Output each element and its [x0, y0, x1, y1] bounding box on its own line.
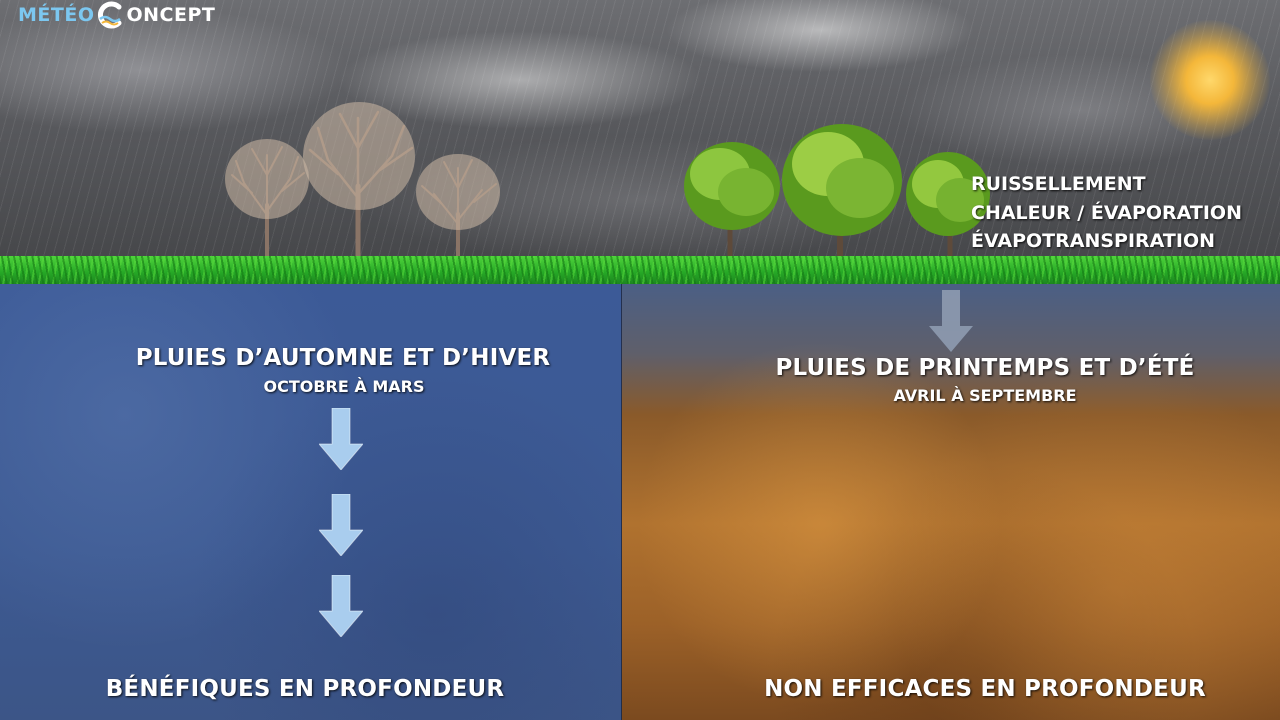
- right-bottom-label: NON EFFICACES EN PROFONDEUR: [764, 676, 1206, 702]
- sun-icon: [1150, 20, 1270, 140]
- loss-runoff: RUISSELLEMENT: [971, 173, 1146, 195]
- panel-divider: [621, 284, 622, 720]
- meteo-concept-c-wave-logo-icon: [98, 1, 122, 29]
- loss-heat-evaporation: CHALEUR / ÉVAPORATION: [971, 201, 1242, 224]
- bare-tree-icon: [303, 102, 415, 260]
- rain-streaks: [0, 0, 1280, 270]
- left-bottom-label: BÉNÉFIQUES EN PROFONDEUR: [105, 676, 505, 702]
- rainy-sky: [0, 0, 1280, 270]
- grass-strip: [0, 256, 1280, 286]
- down-arrow-icon: [929, 290, 973, 352]
- winter-soil-panel: [0, 284, 622, 720]
- loss-list: RUISSELLEMENT CHALEUR / ÉVAPORATION ÉVAP…: [971, 170, 1242, 256]
- logo-text-meteo: MÉTÉO: [18, 4, 95, 26]
- meteo-concept-logo: MÉTÉO ONCEPT: [18, 1, 216, 29]
- summer-soil-panel: [622, 284, 1280, 720]
- bare-tree-icon: [416, 154, 500, 262]
- down-arrow-icon: [319, 408, 363, 470]
- left-title: PLUIES D’AUTOMNE ET D’HIVER: [135, 345, 551, 371]
- leafy-tree-icon: [684, 142, 780, 256]
- bare-tree-icon: [225, 139, 309, 257]
- leafy-tree-icon: [906, 152, 990, 264]
- right-subtitle: AVRIL À SEPTEMBRE: [893, 386, 1077, 405]
- down-arrow-icon: [319, 494, 363, 556]
- left-subtitle: OCTOBRE À MARS: [263, 377, 425, 396]
- right-title: PLUIES DE PRINTEMPS ET D’ÉTÉ: [775, 355, 1195, 381]
- loss-evapotranspiration: ÉVAPOTRANSPIRATION: [971, 230, 1215, 252]
- logo-text-oncept: ONCEPT: [126, 4, 216, 26]
- down-arrow-icon: [319, 575, 363, 637]
- leafy-tree-icon: [782, 124, 902, 266]
